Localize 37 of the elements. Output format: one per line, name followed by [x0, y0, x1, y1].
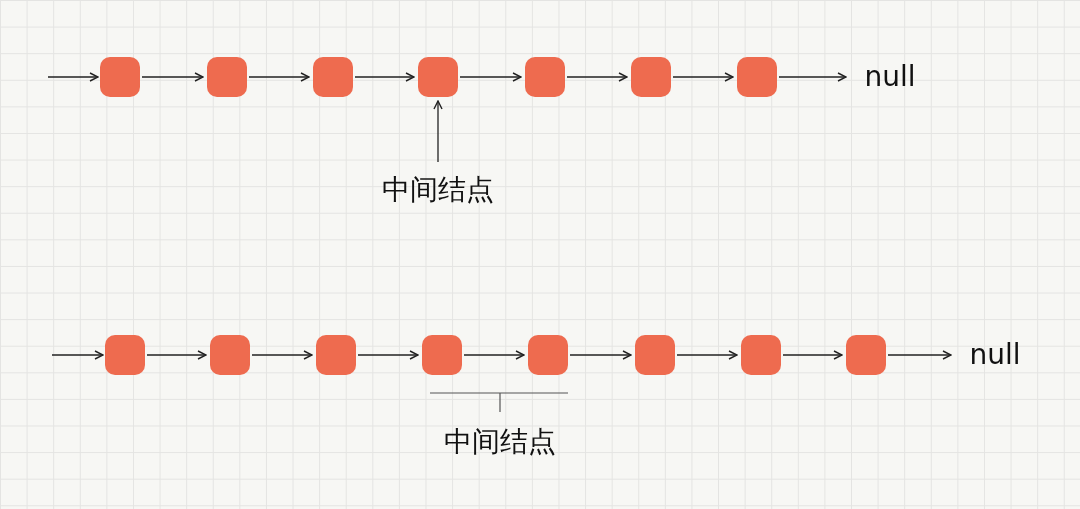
arrow — [676, 350, 738, 360]
arrow — [433, 100, 443, 163]
list-node — [100, 57, 140, 97]
null-text: null — [850, 55, 930, 99]
arrow — [141, 72, 204, 82]
list-node — [846, 335, 886, 375]
arrow — [566, 72, 628, 82]
arrow — [463, 350, 525, 360]
arrow — [51, 350, 104, 360]
list-node — [525, 57, 565, 97]
list-node — [635, 335, 675, 375]
arrow — [47, 72, 99, 82]
arrow — [459, 72, 522, 82]
list-node — [737, 57, 777, 97]
arrow — [672, 72, 734, 82]
list-node — [105, 335, 145, 375]
arrow — [569, 350, 632, 360]
arrow — [146, 350, 207, 360]
list-node — [741, 335, 781, 375]
null-text: null — [955, 333, 1035, 377]
arrow — [354, 72, 415, 82]
arrow — [782, 350, 843, 360]
arrow — [778, 72, 847, 82]
middle-node-label: 中间结点 — [368, 168, 508, 212]
arrow — [248, 72, 310, 82]
list-node — [418, 57, 458, 97]
list-node — [210, 335, 250, 375]
list-node — [313, 57, 353, 97]
list-node — [528, 335, 568, 375]
list-node — [316, 335, 356, 375]
list-node — [422, 335, 462, 375]
list-node — [631, 57, 671, 97]
middle-node-label: 中间结点 — [443, 424, 557, 460]
arrow — [357, 350, 419, 360]
list-node — [207, 57, 247, 97]
arrow — [887, 350, 952, 360]
arrow — [251, 350, 313, 360]
